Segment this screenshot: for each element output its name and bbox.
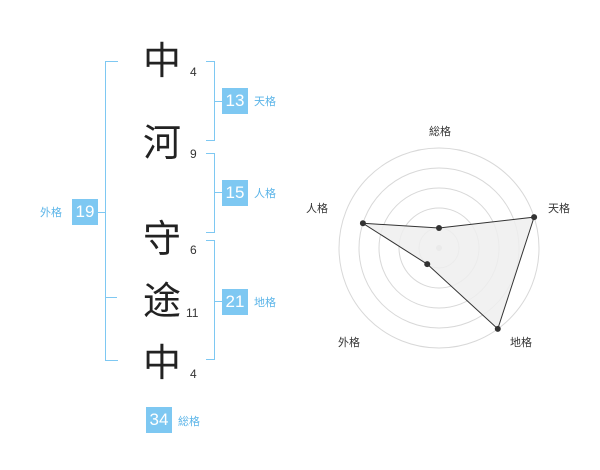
stroke-count-3: 6 [190,243,197,257]
jinkaku-score: 15 [222,180,248,206]
gaikaku-bracket [105,61,118,361]
radar-point [436,225,442,231]
stroke-count-4: 11 [186,306,199,320]
radar-area [362,216,535,330]
tenkaku-label: 天格 [254,95,276,108]
radar-point [494,325,501,332]
stroke-count-2: 9 [190,147,197,161]
gaikaku-label: 外格 [40,206,62,219]
chikaku-score: 21 [222,289,248,315]
stroke-count-1: 4 [190,65,197,79]
tenkaku-connector [214,101,222,102]
axis-label-tenkaku: 天格 [548,201,570,215]
axis-label-gaikaku: 外格 [338,335,360,349]
name-char-2: 河 [142,121,181,165]
radar-point [359,220,366,227]
radar-point [531,214,538,221]
stroke-count-5: 4 [190,367,197,381]
axis-label-jinkaku: 人格 [306,201,328,215]
gaikaku-connector [97,212,105,213]
soukaku-score: 34 [146,407,172,433]
radar-ring [338,147,540,349]
name-char-3: 守 [142,217,181,261]
radar-points [359,214,538,332]
radar-chart: 総格 天格 地格 外格 人格 [306,124,570,349]
axis-label-soukaku: 総格 [429,124,451,138]
tenkaku-score: 13 [222,88,248,114]
name-char-4: 途 [142,279,181,323]
gaikaku-bracket-mid-tick [105,297,117,298]
axis-label-chikaku: 地格 [510,335,532,349]
chikaku-connector [214,301,222,302]
jinkaku-bracket [206,153,215,233]
chikaku-bracket [206,240,215,360]
radar-point [424,261,431,268]
name-char-5: 中 [142,341,181,385]
jinkaku-connector [214,192,222,193]
soukaku-label: 総格 [178,415,200,428]
jinkaku-label: 人格 [254,187,276,200]
name-char-1: 中 [142,39,181,83]
chikaku-label: 地格 [254,296,276,309]
gaikaku-score: 19 [72,199,98,225]
